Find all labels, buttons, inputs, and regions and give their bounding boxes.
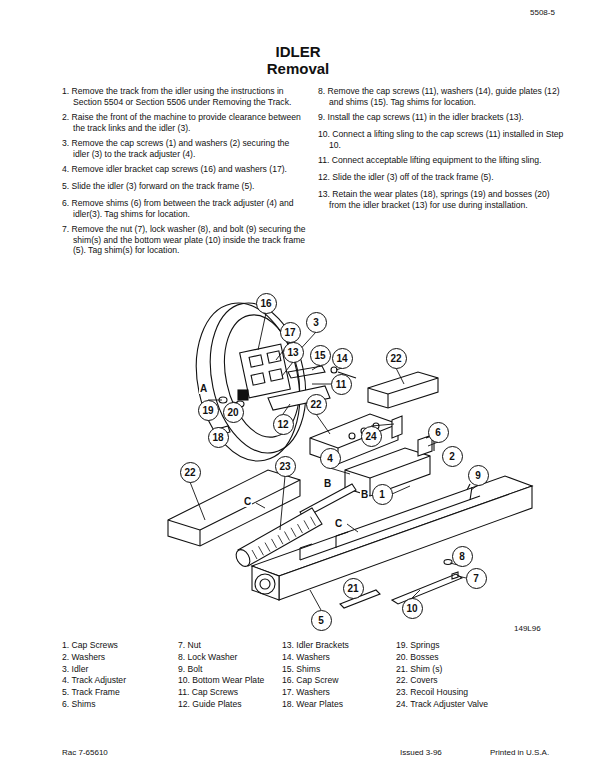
callout-number: 3 (306, 312, 327, 333)
callout-number: 5 (311, 610, 332, 631)
instruction-step: 10. Connect a lifting sling to the cap s… (318, 129, 569, 150)
callout-number: 22 (180, 462, 201, 483)
parts-list-item: 20. Bosses (396, 652, 439, 663)
parts-list-item: 2. Washers (62, 652, 105, 663)
view-letter: A (199, 383, 208, 394)
parts-list-item: 17. Washers (282, 687, 330, 698)
view-letter: B (323, 478, 332, 489)
instruction-step: 2. Raise the front of the machine to pro… (62, 112, 307, 133)
instruction-step: 13. Retain the wear plates (18), springs… (318, 189, 569, 210)
parts-list-item: 11. Cap Screws (178, 687, 238, 698)
figure-number: 149L96 (514, 624, 541, 635)
callout-number: 6 (428, 422, 449, 443)
parts-list-item: 6. Shims (62, 699, 95, 710)
callout-number: 17 (280, 322, 301, 343)
callout-number: 14 (332, 348, 353, 369)
callout-number: 4 (320, 448, 341, 469)
instruction-step: 1. Remove the track from the idler using… (62, 86, 307, 107)
callout-number: 22 (306, 394, 327, 415)
parts-list-item: 5. Track Frame (62, 687, 120, 698)
parts-list-item: 8. Lock Washer (178, 652, 237, 663)
callout-number: 11 (331, 374, 352, 395)
parts-list-item: 15. Shims (282, 664, 320, 675)
callout-number: 8 (452, 546, 473, 567)
callout-number: 15 (310, 345, 331, 366)
parts-list-item: 10. Bottom Wear Plate (178, 675, 264, 686)
parts-list-item: 4. Track Adjuster (62, 675, 126, 686)
parts-list-item: 18. Wear Plates (282, 699, 343, 710)
parts-list-item: 12. Guide Plates (178, 699, 242, 710)
view-letter: C (243, 496, 252, 507)
instruction-step: 4. Remove idler bracket cap screws (16) … (62, 164, 307, 175)
track-frame (252, 476, 532, 600)
parts-list-item: 23. Recoil Housing (396, 687, 468, 698)
instruction-step: 12. Slide the idler (3) off of the track… (318, 172, 569, 183)
callout-number: 22 (386, 348, 407, 369)
parts-list-item: 19. Springs (396, 640, 439, 651)
callout-number: 12 (273, 414, 294, 435)
callout-number: 2 (442, 446, 463, 467)
instruction-step: 5. Slide the idler (3) forward on the tr… (62, 181, 307, 192)
callout-number: 13 (283, 342, 304, 363)
print-note: Printed in U.S.A. (490, 748, 549, 759)
parts-list-item: 16. Cap Screw (282, 675, 338, 686)
callout-number: 18 (208, 427, 229, 448)
parts-list-item: 13. Idler Brackets (282, 640, 349, 651)
callout-number: 24 (361, 426, 382, 447)
parts-list-item: 7. Nut (178, 640, 201, 651)
callout-number: 9 (468, 465, 489, 486)
parts-list-item: 14. Washers (282, 652, 330, 663)
instruction-step: 6. Remove shims (6) from between the tra… (62, 198, 307, 219)
parts-list-item: 3. Idler (62, 664, 88, 675)
parts-list-item: 21. Shim (s) (396, 664, 442, 675)
instruction-step: 8. Remove the cap screws (11), washers (… (318, 86, 569, 107)
view-letter: C (334, 518, 343, 529)
parts-list-item: 1. Cap Screws (62, 640, 118, 651)
page-title: IDLER (198, 44, 398, 60)
callout-number: 19 (198, 400, 219, 421)
callout-number: 23 (275, 456, 296, 477)
idler-wheel (182, 293, 318, 470)
view-letter: B (360, 489, 369, 500)
parts-list-item: 22. Covers (396, 675, 438, 686)
callout-number: 16 (256, 293, 277, 314)
instruction-step: 11. Connect acceptable lifting equipment… (318, 155, 569, 166)
callout-number: 21 (343, 578, 364, 599)
document-number: Rac 7-65610 (62, 748, 108, 759)
parts-list-item: 24. Track Adjuster Valve (396, 699, 488, 710)
issue-date: Issued 3-96 (400, 748, 442, 759)
callout-number: 1 (372, 484, 393, 505)
callout-number: 20 (223, 402, 244, 423)
section-heading: Removal (198, 61, 398, 77)
callout-number: 10 (402, 598, 423, 619)
instruction-step: 3. Remove the cap screws (1) and washers… (62, 138, 307, 159)
page-number: 5508-5 (530, 8, 555, 19)
instruction-step: 7. Remove the nut (7), lock washer (8), … (62, 224, 307, 256)
parts-list-item: 9. Bolt (178, 664, 202, 675)
instruction-step: 9. Install the cap screws (11) in the id… (318, 112, 569, 123)
callout-number: 7 (466, 568, 487, 589)
